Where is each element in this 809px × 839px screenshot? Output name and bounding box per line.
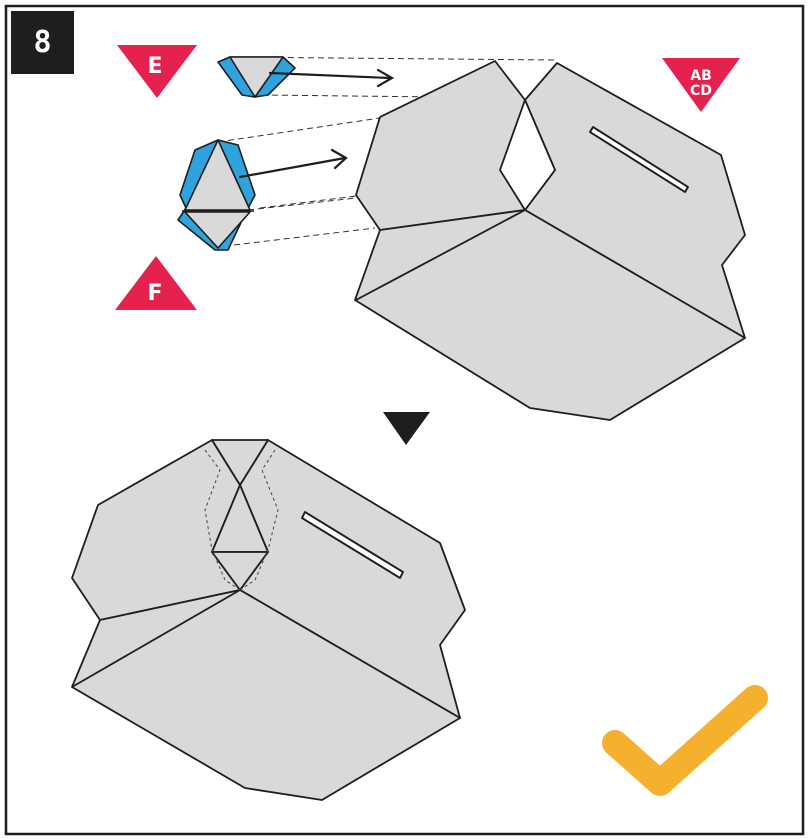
bottom-illustration [71, 439, 466, 801]
part-f [177, 139, 256, 251]
marker-abcd: AB CD [662, 58, 740, 112]
hidden-edges [204, 449, 279, 591]
marker-e-label: E [147, 54, 162, 79]
part-e [217, 56, 296, 98]
arrow-part-f [238, 148, 348, 179]
box-upper [354, 60, 746, 421]
frame-border [4, 4, 805, 836]
coin-slot-upper [589, 126, 689, 193]
down-arrow-icon [383, 412, 430, 445]
marker-abcd-line2: CD [690, 83, 712, 99]
step-number-badge: 8 [11, 11, 74, 74]
arrow-part-e [268, 68, 395, 88]
marker-abcd-line1: AB [690, 68, 712, 84]
marker-e: E [117, 45, 197, 98]
coin-slot-lower [301, 511, 404, 579]
marker-f: F [115, 256, 197, 310]
top-illustration: E AB CD F [115, 45, 746, 421]
checkmark-icon [602, 685, 768, 796]
marker-f-label: F [147, 281, 162, 306]
